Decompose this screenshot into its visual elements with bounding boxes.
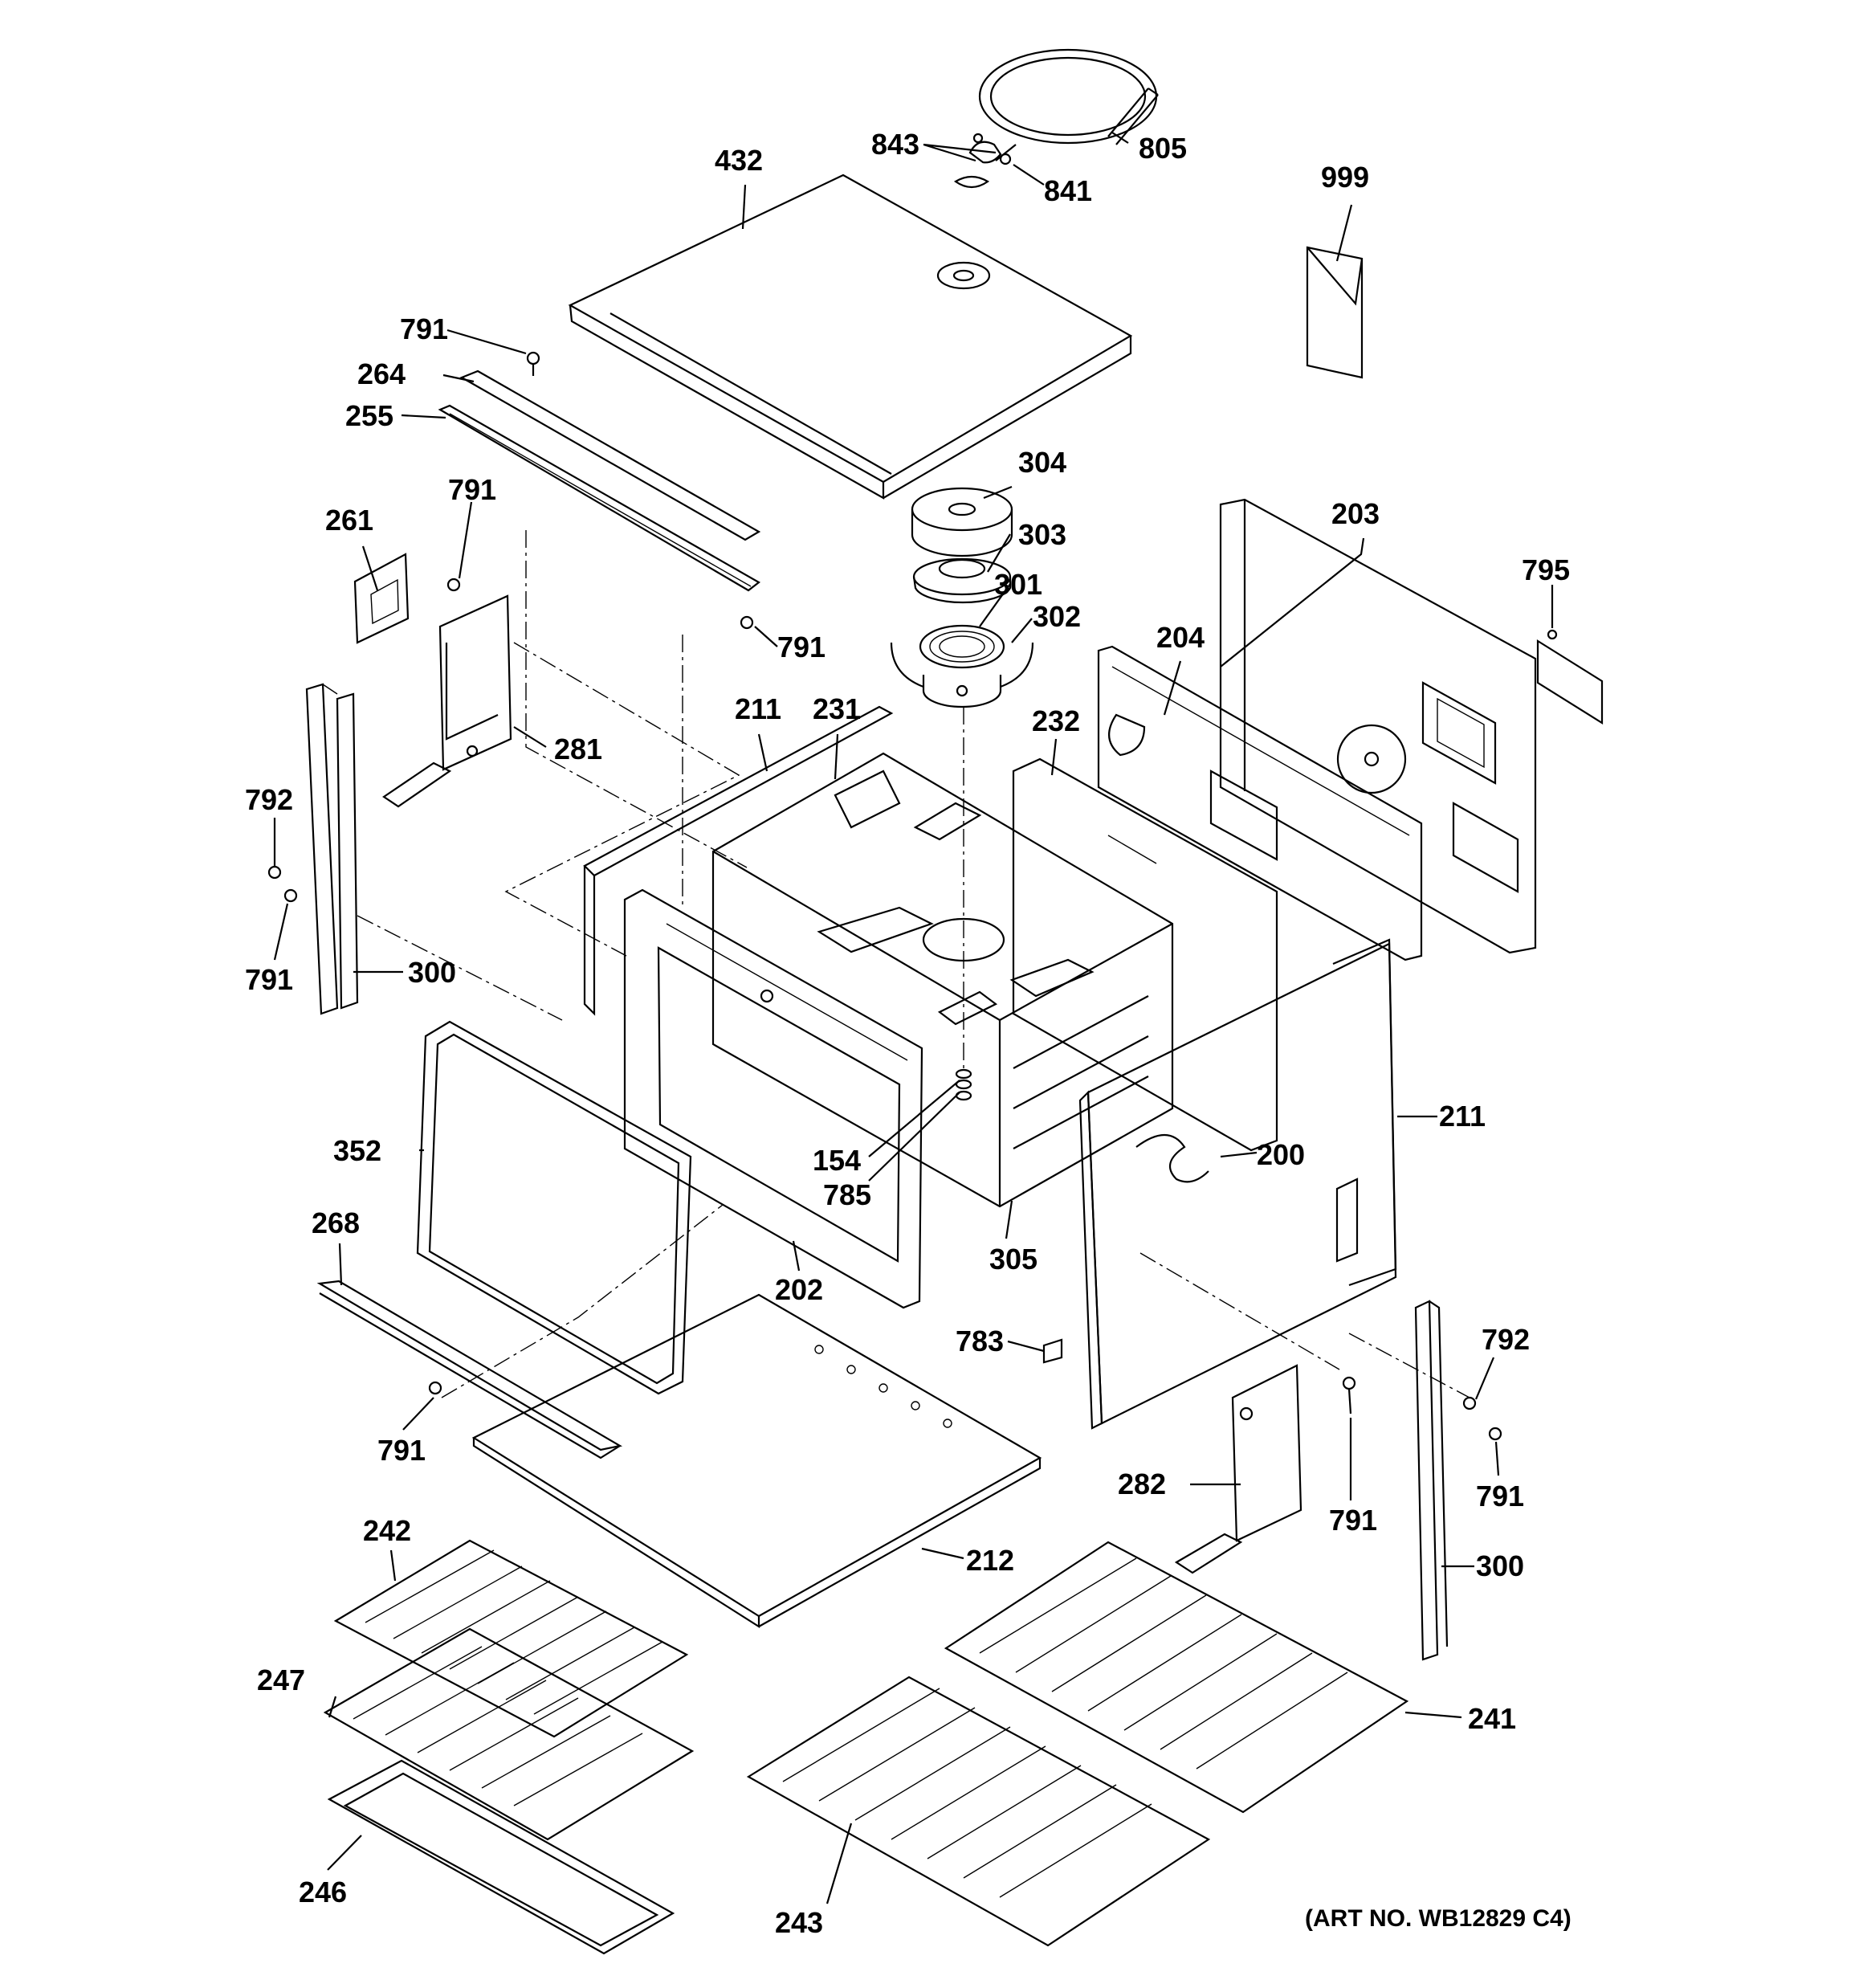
callout-300: 300 <box>408 956 456 989</box>
front-frame <box>623 888 923 1309</box>
screw-791-bottom-left <box>428 1381 442 1395</box>
assembly-guide-lines <box>357 530 1470 1398</box>
gas-line-tube <box>978 48 1159 161</box>
callout-labels: 805 843 841 432 999 791 264 255 304 303 … <box>245 128 1570 1939</box>
callout-282: 282 <box>1118 1468 1166 1500</box>
hinge-bracket-left <box>382 594 512 808</box>
convection-fan-blower <box>890 487 1034 708</box>
oven-cavity <box>711 752 1174 1208</box>
callout-843: 843 <box>871 128 919 161</box>
callout-241: 241 <box>1468 1702 1516 1735</box>
callout-246: 246 <box>299 1876 347 1908</box>
callout-792: 792 <box>245 783 293 816</box>
callout-268: 268 <box>312 1206 360 1239</box>
art-number: (ART NO. WB12829 C4) <box>1305 1905 1572 1932</box>
screw-791-fan <box>740 615 754 630</box>
screws-792-791-right <box>1462 1396 1502 1441</box>
rear-panel <box>1219 498 1537 954</box>
broiler-pan-246 <box>327 1759 675 1955</box>
callout-211: 211 <box>735 692 781 725</box>
callout-202: 202 <box>775 1273 823 1306</box>
callout-791: 791 <box>1476 1480 1524 1512</box>
callout-792: 792 <box>1482 1323 1530 1356</box>
clip-783 <box>1042 1338 1063 1364</box>
callout-232: 232 <box>1032 704 1080 737</box>
callout-301: 301 <box>994 568 1042 601</box>
callout-leaders <box>273 132 1554 1904</box>
callout-304: 304 <box>1018 446 1066 479</box>
callout-255: 255 <box>345 399 393 432</box>
callout-281: 281 <box>554 733 602 765</box>
callout-200: 200 <box>1257 1138 1305 1171</box>
callout-243: 243 <box>775 1906 823 1939</box>
screw-791-top <box>526 351 540 376</box>
callout-300: 300 <box>1476 1549 1524 1582</box>
callout-805: 805 <box>1139 132 1187 165</box>
insulation-232 <box>1012 757 1278 1152</box>
callout-242: 242 <box>363 1514 411 1547</box>
insulation-211-right <box>1332 938 1397 1287</box>
rear-cover-795 <box>1536 629 1604 725</box>
bottom-trim-268 <box>316 1280 623 1459</box>
screw-791-left-upper <box>446 578 461 592</box>
hinge-bracket-right <box>1174 1364 1302 1574</box>
callout-795: 795 <box>1522 553 1570 586</box>
side-trim-right <box>1414 1300 1449 1661</box>
callout-791: 791 <box>448 473 496 506</box>
callout-211: 211 <box>1439 1100 1486 1133</box>
callout-302: 302 <box>1033 600 1081 633</box>
side-panel-right <box>1078 942 1397 1430</box>
literature-envelope <box>1306 246 1364 379</box>
screws-792-791-left <box>267 865 298 903</box>
callout-999: 999 <box>1321 161 1369 194</box>
callout-791: 791 <box>1329 1504 1377 1537</box>
callout-203: 203 <box>1331 497 1380 530</box>
callout-305: 305 <box>989 1243 1037 1276</box>
broiler-grid-247 <box>323 1627 695 1841</box>
top-trim-strip <box>438 369 761 592</box>
callout-247: 247 <box>257 1663 305 1696</box>
callout-352: 352 <box>333 1134 381 1167</box>
bottom-panel <box>471 1293 1042 1628</box>
callout-303: 303 <box>1018 518 1066 551</box>
callout-791: 791 <box>245 963 293 996</box>
insulation-211-left <box>583 705 894 1016</box>
door-gasket <box>416 1020 692 1395</box>
callout-841: 841 <box>1044 174 1092 207</box>
callout-212: 212 <box>966 1544 1014 1577</box>
top-panel <box>568 173 1133 500</box>
screw-791-right-mid <box>1342 1376 1356 1414</box>
rack-242 <box>333 1539 689 1738</box>
bracket-261 <box>353 553 410 644</box>
rack-241 <box>944 1541 1409 1814</box>
callout-154: 154 <box>813 1144 861 1177</box>
callout-204: 204 <box>1156 621 1205 654</box>
callout-264: 264 <box>357 357 406 390</box>
callout-783: 783 <box>956 1325 1004 1357</box>
callout-261: 261 <box>325 504 373 537</box>
side-trim-left <box>305 683 359 1015</box>
gas-fitting-elbow <box>953 133 1012 189</box>
rack-243 <box>746 1676 1211 1947</box>
spacers-154-785 <box>955 1068 972 1101</box>
callout-432: 432 <box>715 144 763 177</box>
callout-791: 791 <box>377 1434 426 1467</box>
callout-791: 791 <box>400 312 448 345</box>
callout-785: 785 <box>823 1178 871 1211</box>
inner-back-panel <box>1097 645 1423 961</box>
callout-231: 231 <box>813 692 861 725</box>
callout-791: 791 <box>777 631 826 663</box>
